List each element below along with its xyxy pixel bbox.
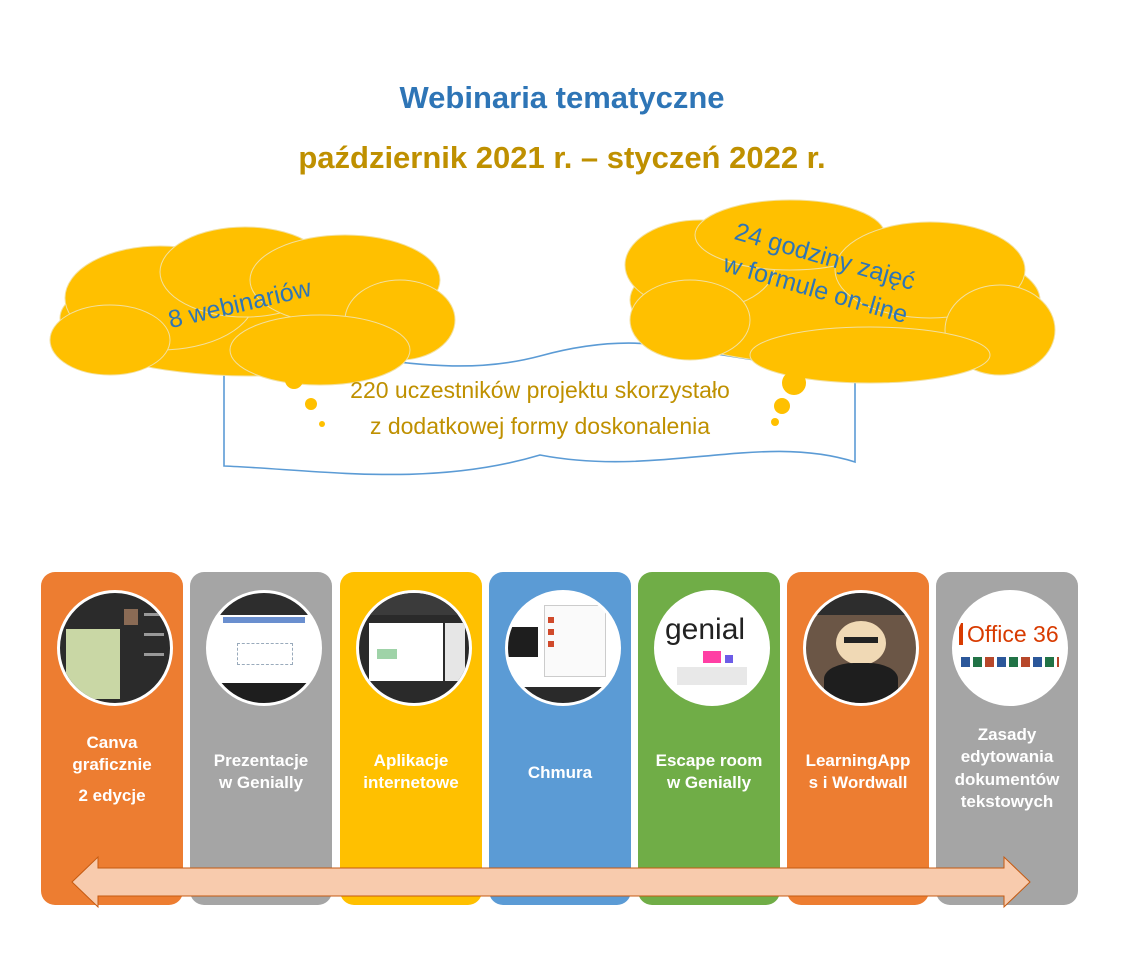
- column-canva-line1: Canva: [86, 733, 138, 752]
- participants-line1: 220 uczestników projektu skorzystało: [350, 377, 730, 403]
- thought-bubbles: [285, 371, 806, 427]
- column-dokumenty-line4: tekstowych: [960, 792, 1054, 812]
- column-dokumenty-line2: edytowania: [960, 747, 1054, 767]
- column-learningapps-line1: LearningApp: [805, 751, 911, 770]
- column-aplikacje: Aplikacje internetowe: [340, 572, 482, 905]
- column-canva: Canva graficznie 2 edycje: [41, 572, 183, 905]
- column-chmura: Chmura: [489, 572, 631, 905]
- column-chmura-label: Chmura: [493, 762, 627, 784]
- column-dokumenty: Office 36 Zasady edytowania dokumentów t…: [936, 572, 1078, 905]
- column-aplikacje-label: Aplikacje internetowe: [344, 750, 478, 795]
- genially-webinar-screenshot: [206, 590, 322, 706]
- page-title: Webinaria tematyczne: [399, 80, 725, 115]
- column-canva-editions: 2 edycje: [78, 785, 146, 805]
- column-escape-room-label: Escape room w Genially: [642, 750, 776, 795]
- column-prezentacje-label: Prezentacje w Genially: [194, 750, 328, 795]
- column-prezentacje: Prezentacje w Genially: [190, 572, 332, 905]
- column-dokumenty-line1: Zasady: [977, 725, 1037, 744]
- column-dokumenty-line3: dokumentów: [954, 769, 1060, 789]
- participants-line2: z dodatkowej formy doskonalenia: [369, 412, 711, 439]
- column-chmura-line1: Chmura: [527, 763, 593, 782]
- decorations: [49, 199, 1056, 476]
- column-aplikacje-line1: Aplikacje: [373, 751, 449, 770]
- participants-text: 220 uczestników projektu skorzystało z d…: [300, 373, 780, 444]
- left-cloud-shape: [49, 226, 456, 386]
- office-logo-text: Office 36: [967, 621, 1059, 647]
- column-escape-room-line2: w Genially: [666, 773, 752, 793]
- office365-logo: Office 36: [952, 590, 1068, 706]
- column-learningapps-line2: s i Wordwall: [808, 773, 908, 793]
- column-canva-line2: graficznie: [72, 755, 152, 775]
- column-learningapps: LearningApp s i Wordwall: [787, 572, 929, 905]
- column-aplikacje-line2: internetowe: [363, 773, 459, 793]
- apps-webinar-screenshot: [356, 590, 472, 706]
- column-dokumenty-label: Zasady edytowania dokumentów tekstowych: [940, 724, 1074, 814]
- cloud-webinar-screenshot: [505, 590, 621, 706]
- right-cloud-shape: [624, 199, 1056, 384]
- page-subtitle: październik 2021 r. – styczeń 2022 r.: [298, 140, 826, 175]
- canva-webinar-screenshot: [57, 590, 173, 706]
- genially-logo-text: genial: [665, 613, 746, 646]
- column-escape-room-line1: Escape room: [655, 751, 763, 770]
- presenter-photo: [803, 590, 919, 706]
- column-prezentacje-line2: w Genially: [218, 773, 304, 793]
- column-canva-label: Canva graficznie 2 edycje: [45, 732, 179, 807]
- timeline-double-arrow: [71, 855, 1031, 909]
- genially-logo-image: genial: [654, 590, 770, 706]
- column-escape-room: genial Escape room w Genially: [638, 572, 780, 905]
- column-learningapps-label: LearningApp s i Wordwall: [791, 750, 925, 795]
- column-prezentacje-line1: Prezentacje: [213, 751, 309, 770]
